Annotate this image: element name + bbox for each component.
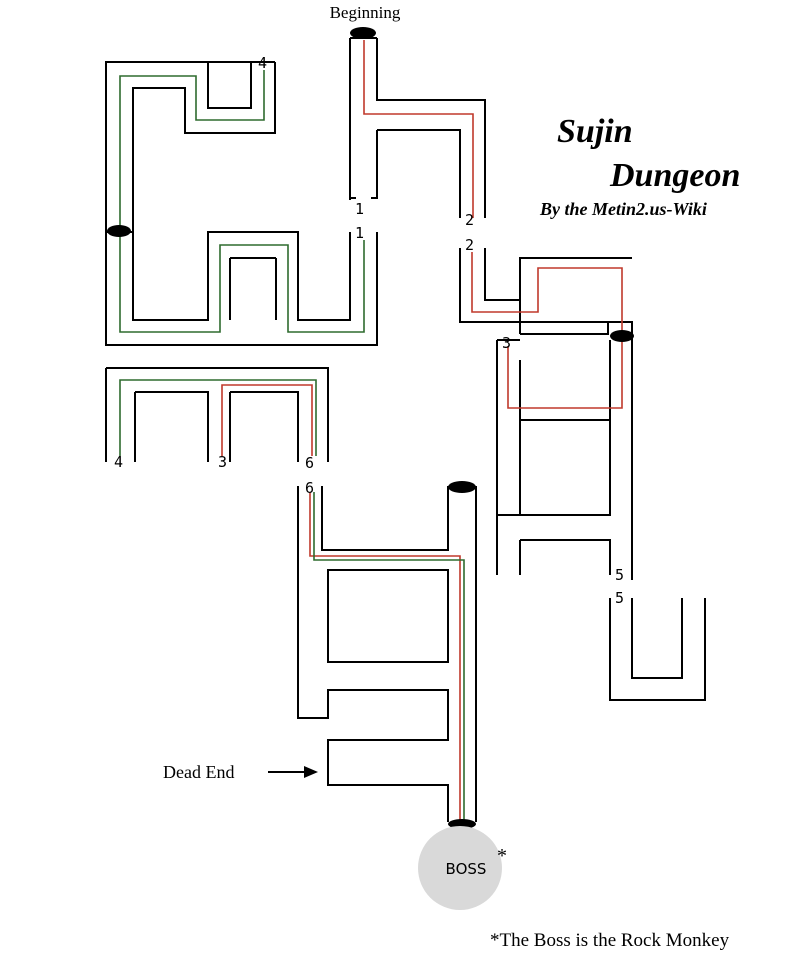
footnote: *The Boss is the Rock Monkey (490, 930, 730, 951)
wall-room-b-outer (105, 61, 276, 233)
portal-label-1a: 1 (355, 200, 364, 218)
wall-room-c-ladder (496, 340, 611, 516)
map-title-line2: Dungeon (609, 157, 740, 194)
dead-end-arrow (268, 766, 318, 778)
teleporter-right (610, 330, 634, 342)
boss-label: BOSS (446, 860, 487, 878)
wall-room-f-inner (321, 486, 449, 785)
wall-entrance-outer (349, 38, 486, 218)
route-green-final (313, 492, 465, 820)
wall-room-d (609, 598, 706, 701)
route-red-final (309, 492, 461, 820)
portal-label-3b: 3 (218, 453, 227, 471)
route-red-middle (471, 252, 623, 340)
portal-label-4a: 4 (258, 54, 267, 72)
portal-label-5a: 5 (615, 566, 624, 584)
wall-room-f-outer (297, 486, 477, 822)
wall-room-b-outer-2 (105, 62, 378, 346)
portal-label-3a: 3 (502, 334, 511, 352)
boss-room (418, 826, 502, 910)
teleporters (107, 27, 634, 829)
portal-label-6b: 6 (305, 479, 314, 497)
route-red-portal3 (507, 340, 623, 409)
map-title-line1: Sujin (557, 113, 633, 150)
teleporter-left (107, 225, 131, 237)
portal-label-2b: 2 (465, 236, 474, 254)
wall-room-b-inner (132, 88, 351, 321)
maze-walls (105, 37, 706, 822)
wall-room-b-notch (207, 62, 252, 109)
map-byline: By the Metin2.us-Wiki (539, 199, 707, 219)
portal-label-1b: 1 (355, 224, 364, 242)
teleporter-boss-path (448, 481, 476, 493)
wall-room-e (105, 367, 329, 462)
dead-end-label: Dead End (163, 762, 234, 782)
wall-room-c-outer (459, 248, 633, 580)
route-red-entrance (363, 40, 474, 218)
route-green-left (119, 70, 365, 333)
portal-label-5b: 5 (615, 589, 624, 607)
route-red-comb (221, 384, 313, 456)
route-lines (119, 40, 623, 820)
wall-room-c-inner (496, 300, 611, 575)
portal-label-6a: 6 (305, 454, 314, 472)
portal-label-4b: 4 (114, 453, 123, 471)
teleporter-start (350, 27, 376, 39)
portal-labels: 1 1 2 2 3 3 4 4 5 5 6 6 (114, 54, 624, 607)
route-green-comb (119, 379, 317, 456)
boss-asterisk: * (497, 845, 507, 867)
portal-label-2a: 2 (465, 211, 474, 229)
start-label: Beginning (330, 3, 401, 22)
